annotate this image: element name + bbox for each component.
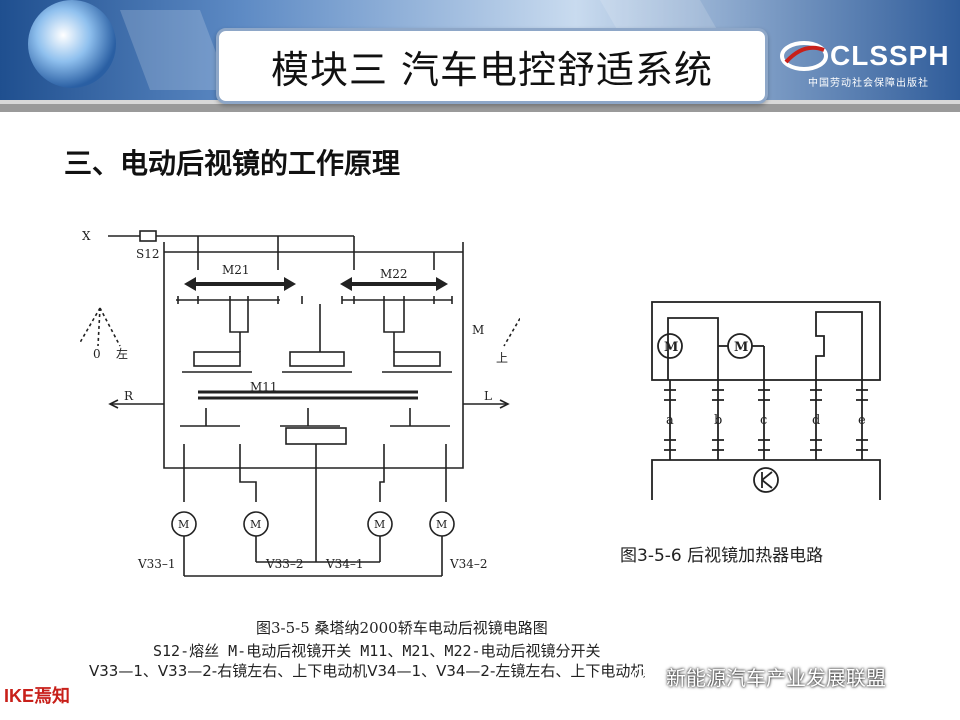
heater-figure-caption: 图3-5-6 后视镜加热器电路 [620,546,824,566]
label-m21: M21 [222,263,250,277]
label-s12: S12 [136,247,160,261]
figure-caption-title: 图3-5-5 桑塔纳2000轿车电动后视镜电路图 [256,619,548,637]
motor-label-1: M [178,518,189,531]
label-l: L [484,389,492,403]
connector-label-e: e [858,413,866,428]
label-r: R [124,389,134,403]
connector-label-b: b [714,413,722,428]
figure-caption-legend-2: V33—1、V33—2-右镜左右、上下电动机V34—1、V34—2-左镜左右、上… [89,662,646,680]
label-zero-left: 0 [93,347,101,361]
label-left: 左 [116,346,128,361]
publisher-name: 中国劳动社会保障出版社 [808,78,929,89]
globe-icon [28,0,116,88]
label-up: 上 [496,351,508,365]
page-title: 模块三 汽车电控舒适系统 [216,28,768,104]
swoosh-icon [780,41,828,71]
motor-label-2: M [250,518,261,531]
figure-caption-legend-1: S12-熔丝 M-电动后视镜开关 M11、M21、M22-电动后视镜分开关 [153,642,601,660]
mirror-circuit-diagram: X S12 M21 M22 M11 M R L 右 0 左 上 0 下 M M … [80,229,520,577]
label-m: M [472,323,484,337]
publisher-logo-text: CLSSPH [830,40,950,71]
label-m11: M11 [250,380,278,394]
ike-logo: IKE焉知 [4,686,71,706]
connector-label-a: a [666,413,674,428]
heater-motor-label-2: M [734,340,748,355]
connector-label-c: c [760,413,767,428]
wechat-watermark: 新能源汽车产业发展联盟 [632,662,886,691]
label-v33-2: V33–2 [265,557,304,571]
label-m22: M22 [380,267,408,281]
label-v34-1: V34–1 [325,557,364,571]
heater-motor-label-1: M [664,340,678,355]
label-v33-1: V33–1 [137,557,176,571]
section-heading: 三、电动后视镜的工作原理 [64,147,401,180]
label-v34-2: V34–2 [449,557,488,571]
watermark-text: 新能源汽车产业发展联盟 [666,666,886,690]
wechat-icon [632,666,658,687]
motor-label-4: M [436,518,447,531]
connector-label-d: d [812,413,820,428]
label-x: X [82,229,91,243]
motor-label-3: M [374,518,385,531]
heater-circuit-diagram: M M a b c d e [651,301,881,500]
publisher-logo: CLSSPH 中国劳动社会保障出版社 [780,34,955,94]
